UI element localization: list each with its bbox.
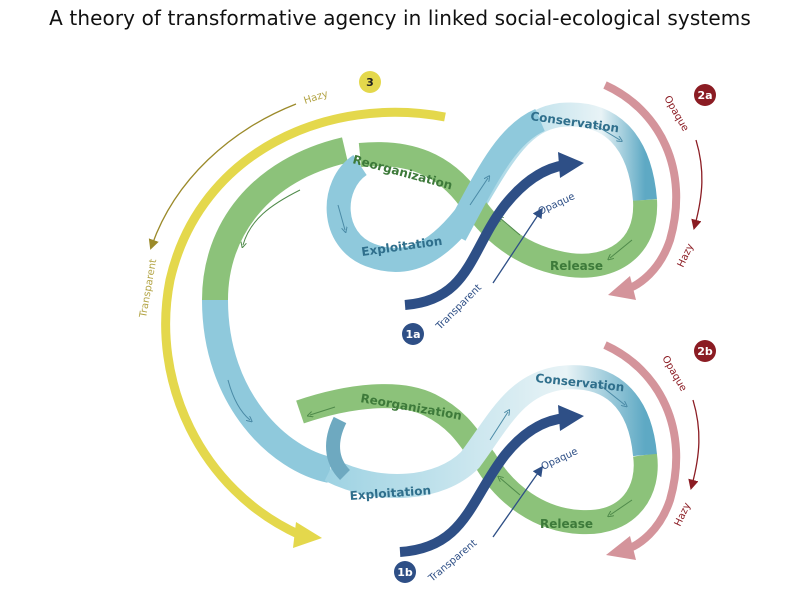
svg-text:1b: 1b <box>397 566 413 579</box>
diagram-title: A theory of transformative agency in lin… <box>49 6 751 30</box>
svg-text:2b: 2b <box>697 345 713 358</box>
arc-3-arrowhead <box>293 522 322 548</box>
badge-3: 3 <box>359 71 381 93</box>
label-opaque-1a: Opaque <box>537 191 577 218</box>
adaptive-cycle-top: Reorganization Conservation Exploitation… <box>326 102 658 278</box>
label-hazy-2a: Hazy <box>676 242 696 269</box>
label-release-bottom: Release <box>540 517 593 531</box>
svg-text:3: 3 <box>366 76 374 89</box>
label-exploitation-bottom: Exploitation <box>349 483 431 503</box>
arc-3 <box>148 103 446 548</box>
badge-2b: 2b <box>694 340 716 362</box>
label-release-top: Release <box>550 259 603 273</box>
label-opaque-1b: Opaque <box>540 446 580 473</box>
label-hazy-2b: Hazy <box>673 501 693 528</box>
label-opaque-2a: Opaque <box>661 94 690 133</box>
label-hazy-3: Hazy <box>303 89 330 107</box>
badge-2a: 2a <box>694 84 716 106</box>
badge-1a: 1a <box>402 323 424 345</box>
connecting-ribbon <box>202 137 349 483</box>
svg-text:2a: 2a <box>697 89 712 102</box>
svg-text:1a: 1a <box>405 328 420 341</box>
label-transparent-3: Transparent <box>138 258 159 319</box>
badge-1b: 1b <box>394 561 416 583</box>
label-opaque-2b: Opaque <box>659 354 688 393</box>
